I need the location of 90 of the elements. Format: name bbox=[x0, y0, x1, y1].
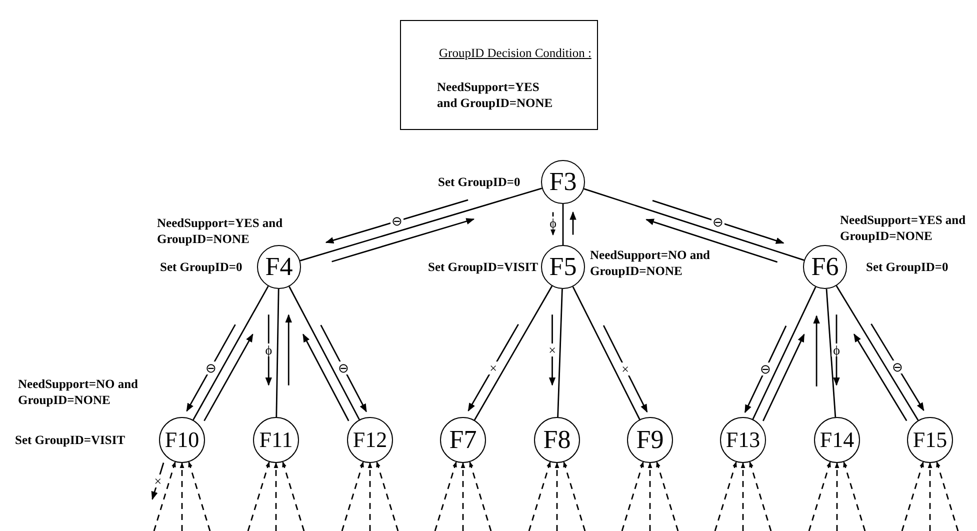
box-heading: GroupID Decision Condition : bbox=[439, 45, 592, 61]
dashed-connector bbox=[554, 462, 560, 531]
state-label: F8 bbox=[543, 427, 571, 453]
tree-line bbox=[562, 204, 564, 245]
state-label: F10 bbox=[164, 429, 200, 451]
dashed-connector bbox=[843, 461, 866, 531]
dashed-connector bbox=[188, 461, 211, 531]
edge-label: ⊖ bbox=[337, 362, 350, 375]
tree-line bbox=[836, 285, 919, 421]
dashed-connector bbox=[282, 461, 305, 531]
state-label: F11 bbox=[259, 429, 293, 451]
dashed-connector bbox=[368, 462, 372, 531]
dashed-connector bbox=[808, 461, 831, 531]
state-label: F9 bbox=[636, 427, 664, 453]
state-circle bbox=[534, 417, 580, 463]
annotation-text: Set GroupID=VISIT bbox=[15, 432, 126, 448]
condition-box bbox=[400, 20, 598, 130]
dashed-connector bbox=[740, 462, 746, 531]
edge-label: ⊖ bbox=[712, 215, 724, 228]
state-label: F4 bbox=[265, 254, 293, 280]
edge-label: × bbox=[548, 343, 557, 356]
edge-label: × bbox=[153, 474, 163, 488]
state-circle bbox=[541, 245, 585, 289]
dashed-connector bbox=[274, 462, 278, 531]
annotation-text: Set GroupID=VISIT bbox=[428, 259, 540, 275]
dashed-connector bbox=[834, 462, 840, 531]
tree-line bbox=[572, 286, 640, 420]
annotation-text: Set GroupID=0 bbox=[866, 259, 950, 275]
state-circle bbox=[541, 160, 585, 204]
dashed-connector bbox=[153, 461, 176, 531]
state-circle bbox=[347, 417, 393, 463]
state-label: F13 bbox=[726, 429, 760, 451]
tree-line bbox=[288, 286, 360, 420]
state-circle bbox=[440, 417, 486, 463]
annotation-text: NeedSupport=YES and GroupID=NONE bbox=[840, 212, 967, 244]
dashed-connector bbox=[936, 461, 959, 531]
tree-line bbox=[192, 286, 269, 420]
dashed-connector bbox=[180, 462, 184, 531]
annotation-text: NeedSupport=NO and GroupID=NONE bbox=[590, 247, 711, 279]
annotation-text: NeedSupport=YES and GroupID=NONE bbox=[157, 215, 284, 247]
tree-line bbox=[300, 188, 542, 262]
dashed-connector bbox=[749, 461, 772, 531]
dashed-connector bbox=[656, 461, 679, 531]
annotation-text: Set GroupID=0 bbox=[160, 259, 244, 275]
edge-label: × bbox=[620, 362, 630, 376]
edge-label: ⊖ bbox=[759, 362, 772, 376]
dashed-connector bbox=[621, 461, 644, 531]
state-label: F3 bbox=[549, 169, 577, 195]
state-label: F6 bbox=[811, 254, 839, 280]
tree-line bbox=[584, 188, 804, 261]
state-label: F15 bbox=[912, 429, 948, 451]
state-circle bbox=[907, 417, 953, 463]
dashed-connector bbox=[563, 461, 586, 531]
dashed-connector bbox=[247, 461, 270, 531]
state-label: F14 bbox=[820, 429, 854, 451]
state-circle bbox=[720, 417, 766, 463]
state-circle bbox=[257, 245, 301, 289]
dashed-connector bbox=[341, 461, 364, 531]
tree-line bbox=[752, 286, 816, 420]
edge-label: ⊖ bbox=[390, 214, 404, 228]
edge-label: × bbox=[488, 361, 498, 374]
tree-line bbox=[474, 286, 553, 420]
state-label: F7 bbox=[449, 427, 477, 453]
state-circle bbox=[253, 417, 299, 463]
tree-line bbox=[557, 288, 563, 418]
state-circle bbox=[803, 245, 847, 289]
edge-label: ϕ bbox=[832, 343, 841, 356]
dashed-connector bbox=[901, 461, 924, 531]
annotation-text: NeedSupport=NO and GroupID=NONE bbox=[18, 376, 139, 408]
state-circle bbox=[159, 417, 205, 463]
state-circle bbox=[627, 417, 673, 463]
state-circle bbox=[814, 417, 860, 463]
edge-label: ⊖ bbox=[890, 360, 904, 374]
state-label: F12 bbox=[352, 429, 388, 451]
dashed-connector bbox=[928, 462, 932, 531]
dashed-connector bbox=[434, 461, 457, 531]
dashed-connector bbox=[460, 462, 466, 531]
edge-label: ϕ bbox=[264, 343, 274, 356]
dashed-connector bbox=[648, 462, 652, 531]
condition-text: NeedSupport=YES and GroupID=NONE bbox=[437, 79, 554, 111]
dashed-connector bbox=[528, 461, 551, 531]
dashed-connector bbox=[469, 461, 492, 531]
dashed-connector bbox=[376, 461, 399, 531]
state-label: F5 bbox=[549, 254, 577, 280]
edge-label: ⊖ bbox=[204, 361, 218, 374]
tree-line bbox=[276, 288, 280, 418]
edge-label: ϕ bbox=[548, 216, 558, 230]
tree-line bbox=[826, 288, 836, 418]
dashed-connector bbox=[714, 461, 737, 531]
annotation-text: Set GroupID=0 bbox=[438, 174, 522, 190]
